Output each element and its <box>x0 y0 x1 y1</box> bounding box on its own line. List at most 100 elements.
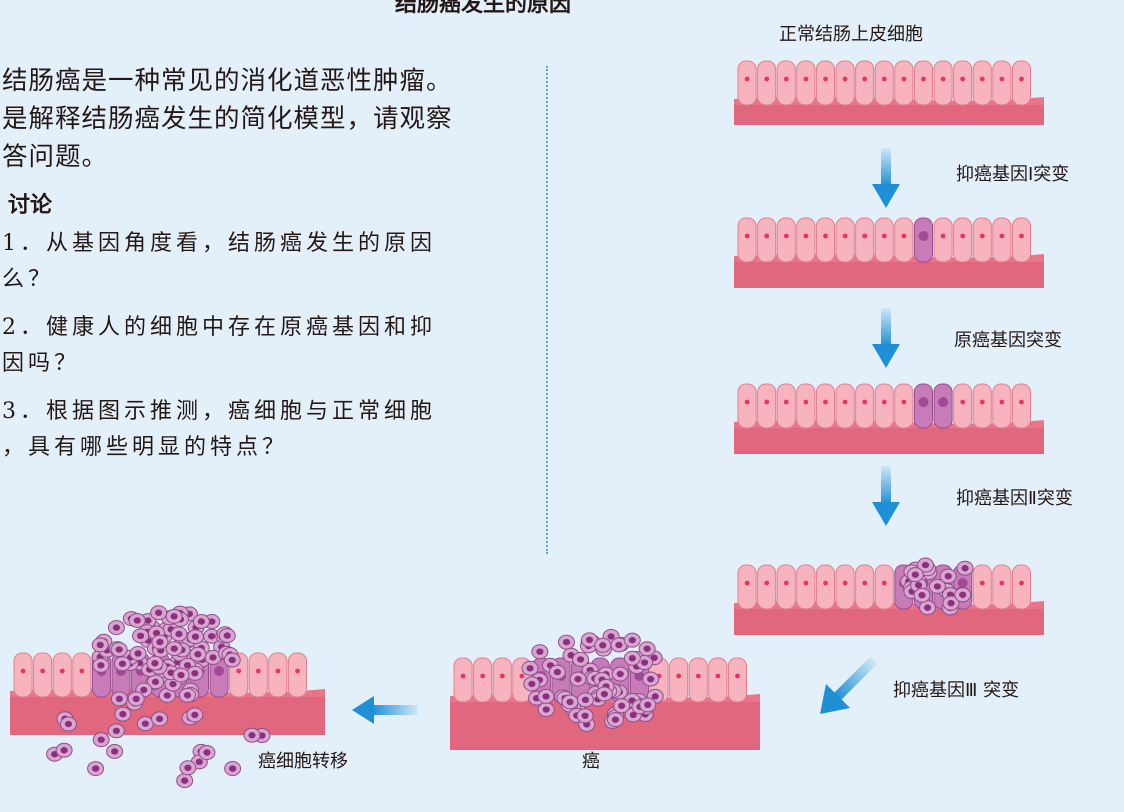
cell-nucleus <box>20 668 26 674</box>
cancer-cell-nucleus <box>64 720 73 728</box>
cancer-cell-nucleus <box>175 630 183 638</box>
epithelial-cell <box>815 60 836 106</box>
cell-nucleus <box>918 231 929 241</box>
cancer-cell-nucleus <box>112 727 120 735</box>
cell-nucleus <box>862 76 868 82</box>
mutation-3-epithelium-illustration <box>734 557 1044 635</box>
cell-nucleus <box>695 673 701 679</box>
epithelial-cell <box>1011 217 1031 263</box>
cell-nucleus <box>938 397 949 407</box>
mutation-2-epithelium-illustration <box>734 383 1044 454</box>
cell-nucleus <box>960 233 966 239</box>
cancer-cell-nucleus <box>209 654 217 661</box>
epithelial-cell <box>708 657 728 703</box>
cell-nucleus <box>881 233 887 239</box>
cell-nucleus <box>881 580 887 586</box>
cell-nucleus <box>940 76 946 82</box>
cell-nucleus <box>842 399 848 405</box>
cell-nucleus <box>783 233 789 239</box>
cancer-cell-nucleus <box>581 696 590 704</box>
cancer-cell-nucleus <box>611 716 620 723</box>
cell-nucleus <box>735 673 740 679</box>
cell-nucleus <box>519 673 525 679</box>
epithelial-cell <box>933 217 953 263</box>
cell-nucleus <box>764 580 770 586</box>
epithelial-cell <box>992 564 1012 610</box>
epithelial-cell <box>757 217 777 263</box>
normal-epithelium-illustration <box>734 60 1044 125</box>
epithelial-cell <box>776 60 796 106</box>
epithelial-cell <box>835 217 855 263</box>
cancer-cell-nucleus <box>170 613 178 620</box>
cell-nucleus <box>676 673 682 679</box>
intro-line-2: 是解释结肠癌发生的简化模型，请观察 <box>2 104 453 134</box>
cancer-cell-nucleus <box>144 617 152 624</box>
down-arrow-icon <box>872 148 900 208</box>
epithelial-cell <box>913 60 933 106</box>
epithelial-cell <box>757 564 777 610</box>
cancer-cell-nucleus <box>629 711 637 719</box>
cell-nucleus <box>783 580 789 586</box>
epithelial-cell <box>933 60 953 106</box>
cell-nucleus <box>842 76 848 82</box>
figure-title: 结肠癌发生的原因 <box>395 0 572 14</box>
epithelial-cell <box>953 383 973 429</box>
cancer-cell-nucleus <box>207 633 216 640</box>
cancer-cell-nucleus <box>228 656 236 664</box>
epithelial-cell <box>776 564 796 610</box>
epithelial-cell <box>796 217 816 263</box>
epithelial-cell <box>953 217 973 263</box>
cancer-cell-nucleus <box>96 641 104 649</box>
label-mutation-3: 抑癌基因Ⅱ突变 <box>956 488 1073 509</box>
cancer-cell-nucleus <box>184 764 192 771</box>
cell-nucleus <box>236 668 242 674</box>
label-normal-epithelium: 正常结肠上皮细胞 <box>779 24 923 45</box>
cancer-cell-nucleus <box>921 561 930 569</box>
epithelial-cell <box>727 657 747 703</box>
label-metastasis: 癌细胞转移 <box>258 751 348 772</box>
cell-nucleus <box>460 673 466 679</box>
cell-nucleus <box>881 76 887 82</box>
cancer-cell-nucleus <box>647 675 655 683</box>
cell-nucleus <box>744 580 750 586</box>
cancer-cell-nucleus <box>562 638 571 646</box>
cell-nucleus <box>803 399 809 405</box>
cell-nucleus <box>979 399 985 405</box>
cancer-cell-nucleus <box>177 671 185 679</box>
cell-nucleus <box>1019 399 1024 405</box>
epithelial-cell <box>855 564 875 610</box>
epithelial-cell <box>737 564 757 610</box>
cancer-cell-nucleus <box>194 651 202 658</box>
cell-nucleus <box>480 673 486 679</box>
intro-line-3: 答问题。 <box>2 142 109 172</box>
cancer-cell-nucleus <box>155 609 163 616</box>
cancer-cell-nucleus <box>191 670 199 677</box>
cancer-cell-nucleus <box>136 632 145 640</box>
cell-nucleus <box>40 668 46 674</box>
cell-nucleus <box>499 673 505 679</box>
cancer-cell-nucleus <box>933 583 942 590</box>
cancer-cell-nucleus <box>156 638 164 646</box>
cancer-cell-nucleus <box>643 645 651 652</box>
cancer-cell-nucleus <box>140 686 148 694</box>
cell-nucleus <box>744 399 750 405</box>
epithelial-cell <box>796 564 816 610</box>
cell-nucleus <box>295 668 300 674</box>
cancer-cell-nucleus <box>181 777 189 784</box>
epithelial-cell <box>992 383 1012 429</box>
cancer-cell-nucleus <box>151 660 159 667</box>
cancer-cell-nucleus <box>183 662 192 669</box>
epithelial-cell <box>473 657 493 703</box>
cancer-cell-nucleus <box>944 572 952 580</box>
cell-nucleus <box>979 233 985 239</box>
cancer-cell-nucleus <box>229 765 237 772</box>
cancer-cell-nucleus <box>163 692 171 699</box>
cancer-cell-nucleus <box>60 747 68 754</box>
epithelial-cell <box>894 217 914 263</box>
cancer-cell-nucleus <box>947 599 955 607</box>
cell-nucleus <box>823 580 828 586</box>
cancer-cell-nucleus <box>599 642 607 649</box>
cancer-cell-nucleus <box>248 732 256 739</box>
cancer-cell-nucleus <box>615 641 623 649</box>
cell-nucleus <box>744 76 750 82</box>
